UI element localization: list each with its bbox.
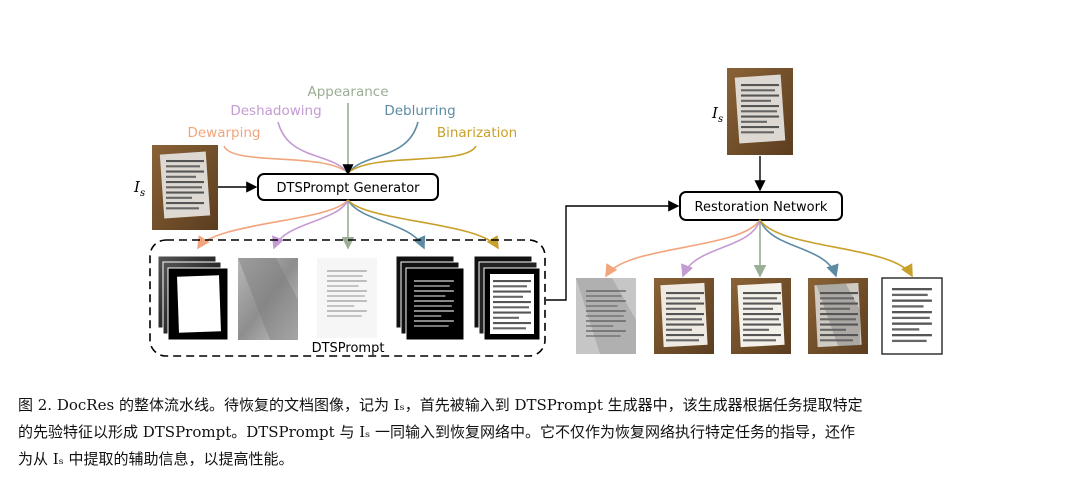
deshadowing-curve [277, 121, 348, 173]
output-binarized [881, 277, 943, 355]
dtsprompt-label: DTSPrompt [312, 341, 385, 356]
input-symbol-left: Is [133, 178, 145, 199]
dewarping-prompt-stack [157, 255, 229, 341]
caption-line-1: 图 2. DocRes 的整体流水线。待恢复的文档图像，记为 Iₛ，首先被输入到… [18, 396, 863, 414]
dtsprompt-generator-label: DTSPrompt Generator [277, 181, 421, 196]
input-document-photo-right [727, 68, 793, 155]
input-document-photo [152, 145, 218, 230]
restoration-network-box [679, 191, 843, 221]
deblurring-prompt-stack [395, 255, 465, 341]
dtsprompt-container [149, 239, 546, 357]
out-deshadowing [272, 199, 349, 250]
task-label-appearance: Appearance [307, 84, 388, 100]
appearance-prompt [317, 258, 377, 338]
rn-out-binarization [759, 219, 913, 278]
pipeline-figure: Appearance Deshadowing Deblurring Dewarp… [133, 68, 943, 357]
restoration-network-label: Restoration Network [695, 200, 828, 215]
output-deblurred [808, 278, 868, 354]
deblurring-curve [348, 121, 419, 173]
figure-caption: 图 2. DocRes 的整体流水线。待恢复的文档图像，记为 Iₛ，首先被输入到… [18, 392, 1068, 473]
output-dewarped [576, 278, 636, 354]
task-label-deblurring: Deblurring [384, 103, 455, 119]
caption-line-3: 为从 Iₛ 中提取的辅助信息，以提高性能。 [18, 450, 294, 468]
output-appearance [731, 278, 791, 354]
deshadowing-prompt [238, 258, 298, 340]
rn-out-deblurring [759, 219, 839, 278]
input-symbol-right: Is [711, 104, 723, 125]
task-label-deshadowing: Deshadowing [230, 103, 321, 119]
prompt-to-network-arrow [546, 200, 680, 301]
rn-out-dewarping [605, 219, 761, 278]
caption-line-2: 的先验特征以形成 DTSPrompt。DTSPrompt 与 Iₛ 一同输入到恢… [18, 423, 855, 441]
binarization-prompt-stack [473, 255, 541, 341]
task-label-binarization: Binarization [437, 125, 517, 141]
out-binarization [347, 199, 499, 250]
output-deshadowed [654, 278, 714, 354]
binarization-curve [348, 145, 477, 173]
task-label-dewarping: Dewarping [187, 125, 260, 141]
dewarping-curve [223, 145, 348, 173]
rn-out-deshadowing [681, 219, 761, 278]
